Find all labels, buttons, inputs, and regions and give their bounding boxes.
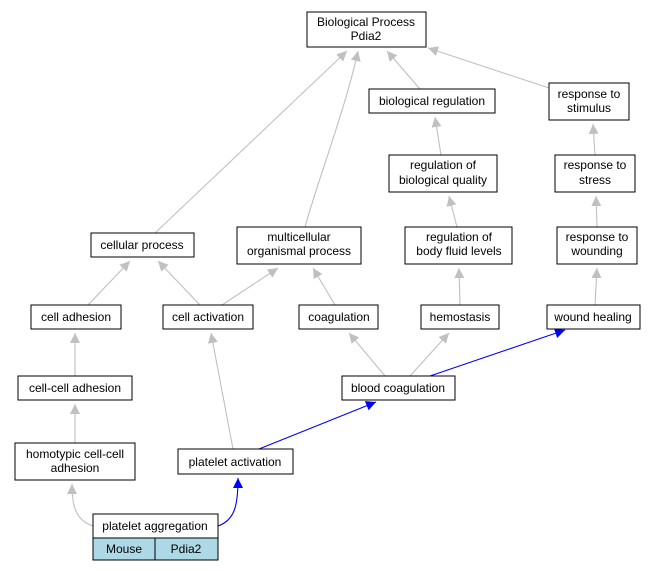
edge-regulation-of-body-fluid-levels-to-regulation-of-biological-quality xyxy=(446,195,458,228)
node-response-to-stress-line1: response to xyxy=(564,158,627,172)
edge-response-to-wounding-to-response-to-stress xyxy=(591,195,602,228)
edge-wound-healing-to-response-to-wounding xyxy=(591,267,602,306)
edge-platelet-activation-to-cell-activation xyxy=(207,332,234,450)
node-cell-adhesion-line1: cell adhesion xyxy=(41,310,111,324)
node-platelet-activation-line1: platelet activation xyxy=(189,455,282,469)
node-response-to-stimulus-line1: response to xyxy=(558,87,621,101)
node-cellular-process[interactable]: cellular process xyxy=(90,232,195,258)
edges xyxy=(67,46,602,527)
node-homotypic-cell-cell-adhesion-line2: adhesion xyxy=(51,461,100,475)
edge-cellular-process-to-root xyxy=(154,50,348,234)
node-root-line2: Pdia2 xyxy=(351,29,382,43)
node-response-to-stress-line2: stress xyxy=(579,173,611,187)
node-response-to-stimulus[interactable]: response to stimulus xyxy=(548,82,630,121)
species-cell: Mouse xyxy=(92,537,156,561)
node-multicellular-organismal-process-line2: organismal process xyxy=(247,244,351,258)
edge-regulation-of-biological-quality-to-biological-regulation xyxy=(431,116,442,156)
edge-coagulation-to-multicellular-organismal-process xyxy=(312,267,336,306)
gene-cell: Pdia2 xyxy=(154,537,219,561)
node-cellular-process-line1: cellular process xyxy=(100,238,183,252)
node-regulation-of-body-fluid-levels-line1: regulation of xyxy=(426,230,493,244)
node-biological-regulation[interactable]: biological regulation xyxy=(368,88,496,114)
node-hemostasis-line1: hemostasis xyxy=(430,310,491,324)
node-regulation-of-biological-quality-line2: biological quality xyxy=(399,173,487,187)
node-wound-healing[interactable]: wound healing xyxy=(546,304,641,330)
node-root-line1: Biological Process xyxy=(317,15,415,29)
node-platelet-aggregation-line1: platelet aggregation xyxy=(102,519,207,533)
node-response-to-wounding-line2: wounding xyxy=(570,244,622,258)
node-platelet-aggregation[interactable]: platelet aggregation xyxy=(92,513,219,539)
node-blood-coagulation[interactable]: blood coagulation xyxy=(341,375,456,401)
node-coagulation[interactable]: coagulation xyxy=(298,304,379,330)
node-response-to-stress[interactable]: response to stress xyxy=(554,154,636,193)
edge-cell-activation-to-multicellular-organismal-process xyxy=(221,267,279,306)
node-response-to-stimulus-line2: stimulus xyxy=(567,101,611,115)
node-response-to-wounding-line1: response to xyxy=(566,230,629,244)
edge-platelet-aggregation-to-homotypic-cell-cell-adhesion xyxy=(67,483,94,527)
node-regulation-of-biological-quality[interactable]: regulation of biological quality xyxy=(388,154,498,193)
node-regulation-of-biological-quality-line1: regulation of xyxy=(410,158,477,172)
node-multicellular-organismal-process[interactable]: multicellular organismal process xyxy=(236,226,362,265)
node-cell-adhesion[interactable]: cell adhesion xyxy=(30,304,122,330)
edge-platelet-aggregation-to-platelet-activation xyxy=(217,477,243,527)
node-multicellular-organismal-process-line1: multicellular xyxy=(267,230,330,244)
node-regulation-of-body-fluid-levels-line2: body fluid levels xyxy=(416,244,501,258)
edge-cell-adhesion-to-cellular-process xyxy=(87,260,131,306)
node-cell-activation-line1: cell activation xyxy=(172,310,244,324)
edge-hemostasis-to-regulation-of-body-fluid-levels xyxy=(454,267,465,306)
gene-label: Pdia2 xyxy=(171,542,202,556)
node-biological-regulation-line1: biological regulation xyxy=(379,94,485,108)
node-homotypic-cell-cell-adhesion-line1: homotypic cell-cell xyxy=(26,447,124,461)
edge-blood-coagulation-to-hemostasis xyxy=(409,332,450,377)
edge-blood-coagulation-to-coagulation xyxy=(348,332,386,377)
node-platelet-activation[interactable]: platelet activation xyxy=(177,448,294,475)
node-blood-coagulation-line1: blood coagulation xyxy=(351,381,445,395)
nodes: Biological Process Pdia2 biological regu… xyxy=(14,11,641,561)
node-root[interactable]: Biological Process Pdia2 xyxy=(306,11,427,48)
node-coagulation-line1: coagulation xyxy=(308,310,369,324)
node-cell-cell-adhesion[interactable]: cell-cell adhesion xyxy=(17,375,133,401)
node-cell-cell-adhesion-line1: cell-cell adhesion xyxy=(29,381,121,395)
edge-response-to-stress-to-response-to-stimulus xyxy=(588,123,599,156)
node-response-to-wounding[interactable]: response to wounding xyxy=(556,226,638,265)
node-homotypic-cell-cell-adhesion[interactable]: homotypic cell-cell adhesion xyxy=(14,442,136,481)
node-cell-activation[interactable]: cell activation xyxy=(162,304,254,330)
node-hemostasis[interactable]: hemostasis xyxy=(420,304,500,330)
edge-cell-activation-to-cellular-process xyxy=(157,260,201,306)
edge-multicellular-organismal-process-to-root xyxy=(304,50,361,228)
edge-blood-coagulation-to-wound-healing xyxy=(429,328,566,377)
species-label: Mouse xyxy=(106,542,142,556)
edge-platelet-activation-to-blood-coagulation xyxy=(258,401,377,450)
edge-biological-regulation-to-root xyxy=(386,50,421,90)
edge-response-to-stimulus-to-root xyxy=(427,46,550,89)
node-regulation-of-body-fluid-levels[interactable]: regulation of body fluid levels xyxy=(404,226,513,265)
node-wound-healing-line1: wound healing xyxy=(553,310,631,324)
